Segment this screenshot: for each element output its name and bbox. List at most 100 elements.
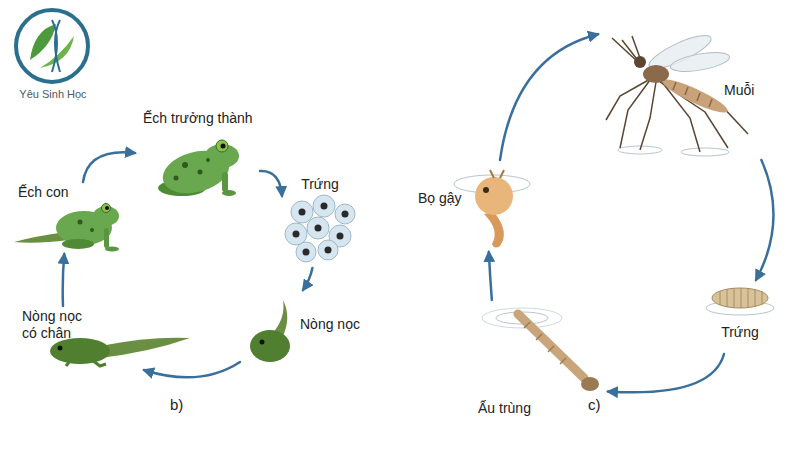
mosquito-part-part [709, 99, 712, 107]
egg-raft-part-part [727, 289, 728, 307]
adult-frog-part [198, 170, 203, 175]
froglet-part [105, 247, 119, 252]
adult-frog-part [174, 176, 179, 181]
egg-raft-part [712, 288, 768, 308]
cycle-arrow [608, 354, 724, 392]
egg-raft-part-part [748, 288, 749, 308]
stage-adult-frog: Ếch trưởng thành [135, 108, 260, 198]
froglet-part [93, 206, 119, 226]
adult-frog-part [216, 140, 228, 152]
stage-pupa: Bọ gậy [416, 160, 528, 252]
tadpole-part [260, 340, 265, 345]
stage-label: Bọ gậy [418, 190, 470, 207]
pupa-part [484, 212, 504, 248]
egg-yolks-part [342, 211, 349, 218]
stage-label: Nòng nọc [300, 316, 364, 333]
adult-frog-part [222, 190, 236, 196]
froglet [14, 204, 119, 252]
mosquito-part-part [632, 36, 640, 58]
froglet-part [102, 204, 111, 213]
logo-badge-part [30, 24, 56, 60]
adult-frog-part [222, 172, 228, 192]
egg-yolks-part [293, 231, 300, 238]
cycle-arrow [144, 362, 240, 377]
egg-yolks [293, 203, 349, 256]
egg-yolks-part [303, 249, 310, 256]
mosquito-part-part [673, 82, 676, 90]
frog-eggs-part [291, 201, 313, 223]
pupa-part [483, 187, 489, 193]
adult-frog [158, 140, 239, 200]
larva-part-part [560, 358, 566, 364]
panel-letter: c) [588, 396, 618, 413]
stage-tadpole-legs: Nòng nọc có chân [18, 306, 198, 370]
tadpole-part [250, 330, 290, 362]
froglet-part [105, 206, 109, 210]
stage-label: Ếch con [18, 184, 88, 201]
stage-frog-eggs: Trứng [282, 172, 358, 268]
tadpole-with-legs-part [58, 346, 63, 351]
logo-badge-part [16, 10, 88, 82]
mosquito-part [659, 74, 730, 117]
frog-eggs-part [313, 195, 335, 217]
mosquito-part [681, 148, 729, 156]
frog-eggs-part [335, 204, 355, 224]
larva-part-part [524, 322, 530, 328]
adult-frog-part [205, 144, 239, 168]
frog-eggs-part [285, 223, 307, 245]
mosquito-part [643, 65, 669, 83]
cycle-arrow [63, 254, 65, 306]
egg-yolks-part [337, 233, 344, 240]
mosquito-part-part [697, 93, 700, 101]
froglet-part [90, 228, 94, 232]
mosquito-part-part [685, 87, 688, 95]
egg-raft-part-part [741, 288, 742, 308]
larva-part-part [536, 334, 542, 340]
tadpole [250, 300, 290, 362]
larva-part [524, 322, 566, 364]
egg-yolks-part [321, 203, 328, 210]
froglet-part [78, 220, 83, 225]
frog-eggs [285, 195, 355, 262]
stage-tadpole: Nòng nọc [240, 290, 366, 370]
adult-frog-part [206, 158, 210, 162]
adult-frog-part [182, 162, 188, 168]
frog-eggs-part [296, 242, 316, 262]
stage-mosquito: Muỗi [598, 12, 770, 160]
pupa-part [475, 177, 513, 215]
egg-raft-part-part [720, 291, 721, 305]
pupa-part [490, 170, 504, 178]
larva-part-part [548, 346, 554, 352]
adult-frog-part [221, 144, 226, 149]
tadpole-with-legs [50, 338, 190, 366]
mosquito-part-part [606, 78, 652, 120]
panel-letter: b) [170, 396, 200, 413]
mosquito-part [634, 56, 646, 68]
tadpole-with-legs-part [100, 338, 190, 358]
stage-mosquito-eggs: Trứng [700, 280, 780, 354]
mosquito-part [669, 49, 731, 75]
frog-eggs-part [307, 217, 329, 239]
tadpole-with-legs-part [92, 360, 106, 366]
tadpole-with-legs-part [50, 338, 110, 364]
cycle-arrow [489, 252, 492, 300]
logo-badge [16, 10, 88, 82]
cycle-arrow [303, 268, 312, 290]
egg-yolks-part [299, 209, 306, 216]
cycle-arrow [83, 152, 135, 182]
logo-badge-part [55, 20, 60, 72]
mosquito-part-part [640, 82, 656, 150]
stage-label: Ếch trưởng thành [143, 110, 255, 127]
stage-label: Trứng [290, 176, 350, 193]
egg-raft-part-part [734, 288, 735, 308]
cycle-arrow [260, 171, 282, 196]
cycle-arrow [500, 34, 598, 160]
cycle-arrow [756, 160, 773, 280]
frog-eggs-part [318, 240, 338, 260]
larva [482, 308, 599, 391]
pupa [454, 170, 530, 248]
froglet-part [104, 228, 109, 248]
